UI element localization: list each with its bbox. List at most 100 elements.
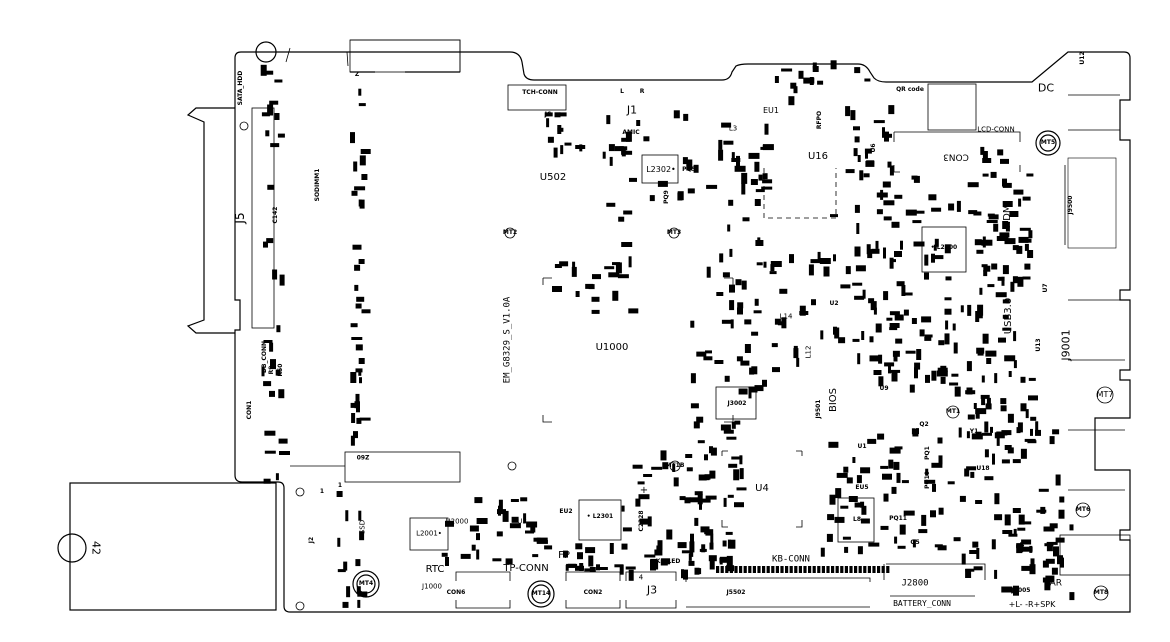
smd-component	[790, 82, 797, 89]
smd-component	[890, 259, 896, 263]
smd-component	[852, 338, 860, 342]
smd-component	[986, 397, 991, 405]
smd-component	[661, 558, 671, 565]
smd-component	[751, 331, 759, 336]
smd-component	[991, 263, 998, 270]
smd-component	[278, 389, 285, 399]
smd-component	[982, 151, 988, 159]
smd-component	[1055, 474, 1061, 486]
label-mt5: MT5	[1040, 139, 1056, 146]
smd-component	[644, 554, 656, 558]
smd-component	[1012, 459, 1021, 464]
smd-component	[505, 558, 513, 565]
smd-component	[854, 295, 865, 300]
smd-component	[577, 552, 583, 560]
smd-component	[277, 133, 285, 138]
smd-component	[774, 76, 779, 83]
smd-component	[938, 507, 944, 515]
smd-component	[471, 544, 476, 551]
smd-component	[875, 323, 882, 333]
label-u502: U502	[539, 172, 567, 183]
smd-component	[696, 416, 704, 423]
smd-component	[632, 464, 643, 469]
smd-component	[476, 518, 488, 524]
smd-component	[718, 149, 724, 161]
smd-component	[830, 60, 837, 70]
smd-component	[742, 217, 750, 222]
smd-component	[530, 521, 536, 533]
smd-component	[1013, 360, 1017, 369]
smd-component	[877, 433, 885, 440]
label-q2: Q2	[919, 421, 929, 428]
smd-component	[1026, 173, 1034, 177]
smd-component	[861, 505, 867, 515]
smd-component	[350, 132, 355, 144]
smd-component	[690, 373, 696, 384]
label-u2000: U2000	[445, 517, 469, 526]
kb-conn-pin	[775, 566, 779, 573]
smd-component	[986, 358, 992, 364]
smd-component	[793, 348, 799, 359]
smd-component	[728, 199, 734, 206]
smd-component	[684, 497, 691, 504]
smd-component	[621, 137, 631, 142]
smd-component	[903, 309, 909, 316]
smd-component	[734, 502, 744, 508]
smd-component	[1020, 542, 1024, 553]
smd-component	[997, 149, 1004, 156]
smd-component	[643, 474, 653, 477]
smd-component	[820, 547, 825, 557]
smd-component	[998, 337, 1006, 343]
label-sata-hdd: SATA_HDD	[237, 70, 244, 106]
smd-component	[355, 344, 363, 351]
smd-component	[726, 436, 737, 440]
smd-component	[937, 367, 948, 372]
smd-component	[1000, 158, 1009, 164]
smd-component	[803, 77, 815, 84]
smd-component	[701, 544, 706, 553]
smd-component	[1018, 236, 1029, 243]
smd-component	[575, 291, 580, 297]
smd-component	[862, 289, 866, 299]
smd-component	[1022, 196, 1031, 201]
smd-component	[994, 373, 998, 384]
smd-component	[905, 350, 916, 354]
smd-component	[731, 456, 743, 460]
kb-conn-pin	[729, 566, 733, 573]
smd-component	[846, 477, 853, 484]
smd-component	[1017, 276, 1024, 287]
smd-component	[704, 454, 708, 461]
smd-component	[1030, 428, 1033, 436]
smd-component	[337, 569, 346, 573]
smd-component	[579, 144, 583, 152]
smd-component	[343, 561, 348, 571]
smd-component	[996, 431, 1008, 436]
smd-component	[621, 505, 625, 512]
smd-component	[525, 530, 534, 534]
smd-component	[931, 207, 942, 212]
label-j9501: J9501	[815, 399, 822, 419]
mounting-hole-mt5	[1035, 130, 1061, 156]
smd-component	[754, 298, 759, 306]
smd-component	[1002, 299, 1010, 304]
smd-component	[567, 563, 576, 568]
smd-component	[336, 491, 343, 497]
label-tch-conn: TCH-CONN	[522, 89, 558, 96]
smd-component	[1013, 189, 1024, 195]
smd-component	[274, 113, 280, 120]
label-j3002: J3002	[727, 400, 747, 407]
smd-component	[1043, 526, 1055, 532]
smd-component	[657, 540, 663, 551]
smd-component	[985, 350, 997, 357]
label-rtc: RTC	[425, 564, 445, 575]
smd-component	[969, 550, 978, 554]
smd-component	[264, 450, 276, 454]
smd-component	[953, 342, 958, 354]
smd-component	[995, 292, 1007, 298]
smd-component	[894, 251, 902, 257]
smd-component	[275, 369, 281, 376]
label-4: 4	[638, 573, 644, 582]
smd-component	[700, 526, 710, 533]
smd-component	[345, 510, 349, 522]
smd-component	[673, 110, 680, 119]
